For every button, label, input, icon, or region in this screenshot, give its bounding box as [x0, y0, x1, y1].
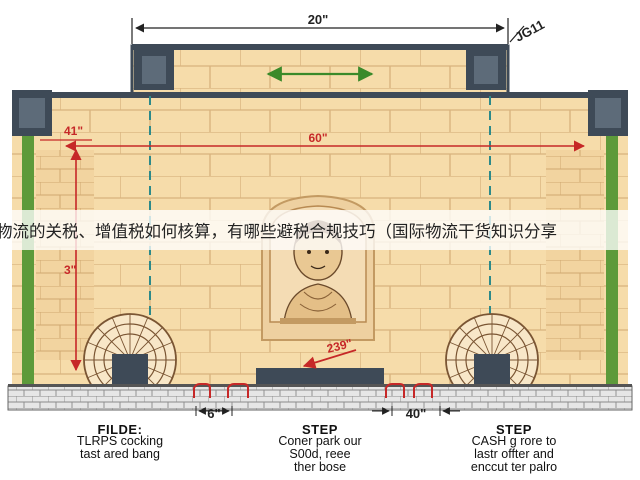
caption-3-heading: STEP: [496, 422, 532, 437]
dimension-diagonal: 239": [302, 336, 357, 369]
caption-1-body: TLRPS cocking tast ared bang: [76, 434, 164, 461]
dim-inner-width-label: 60": [308, 131, 327, 145]
corner-tag-label: JG11: [512, 17, 546, 45]
dim-top-label: 20": [308, 12, 329, 27]
caption-2-body: Coner park our S00d, reee ther bose: [278, 434, 362, 474]
dimension-left-height: 41" 3": [40, 124, 92, 372]
dim-diagonal-label: 239": [325, 336, 353, 356]
overlay-banner-text: 物流的关税、增值税如何核算，有哪些避税合规技巧（国际物流干货知识分享: [0, 222, 557, 241]
dim-gap-right-label: 40": [406, 406, 427, 421]
foundation-strip: [7, 385, 633, 411]
central-step-block: [256, 368, 384, 388]
dim-side-height-label: 3": [64, 263, 76, 277]
pillar-right: [588, 90, 628, 136]
dimension-gap-right: 40": [372, 406, 460, 421]
left-green-band: [22, 136, 34, 386]
dimension-inner-width: 60": [64, 131, 586, 152]
right-green-band: [606, 136, 618, 386]
dimension-gap-left: 6": [195, 406, 233, 421]
pillar-top-left: [134, 48, 174, 90]
dim-left-height-label: 41": [64, 124, 83, 138]
caption-3-body: CASH g rore to lastr offter and enccut t…: [470, 434, 558, 474]
pillar-left: [12, 90, 52, 136]
dimension-top: 20": [131, 12, 509, 44]
caption-1-heading: FILDE:: [97, 422, 143, 437]
overlay-banner: 物流的关税、增值税如何核算，有哪些避税合规技巧（国际物流干货知识分享: [0, 210, 640, 250]
caption-2-heading: STEP: [302, 422, 338, 437]
foundation-markers: [193, 383, 433, 398]
corner-tag: JG11: [509, 17, 547, 45]
pillar-top-right: [466, 48, 506, 90]
dim-gap-left-label: 6": [207, 406, 220, 421]
